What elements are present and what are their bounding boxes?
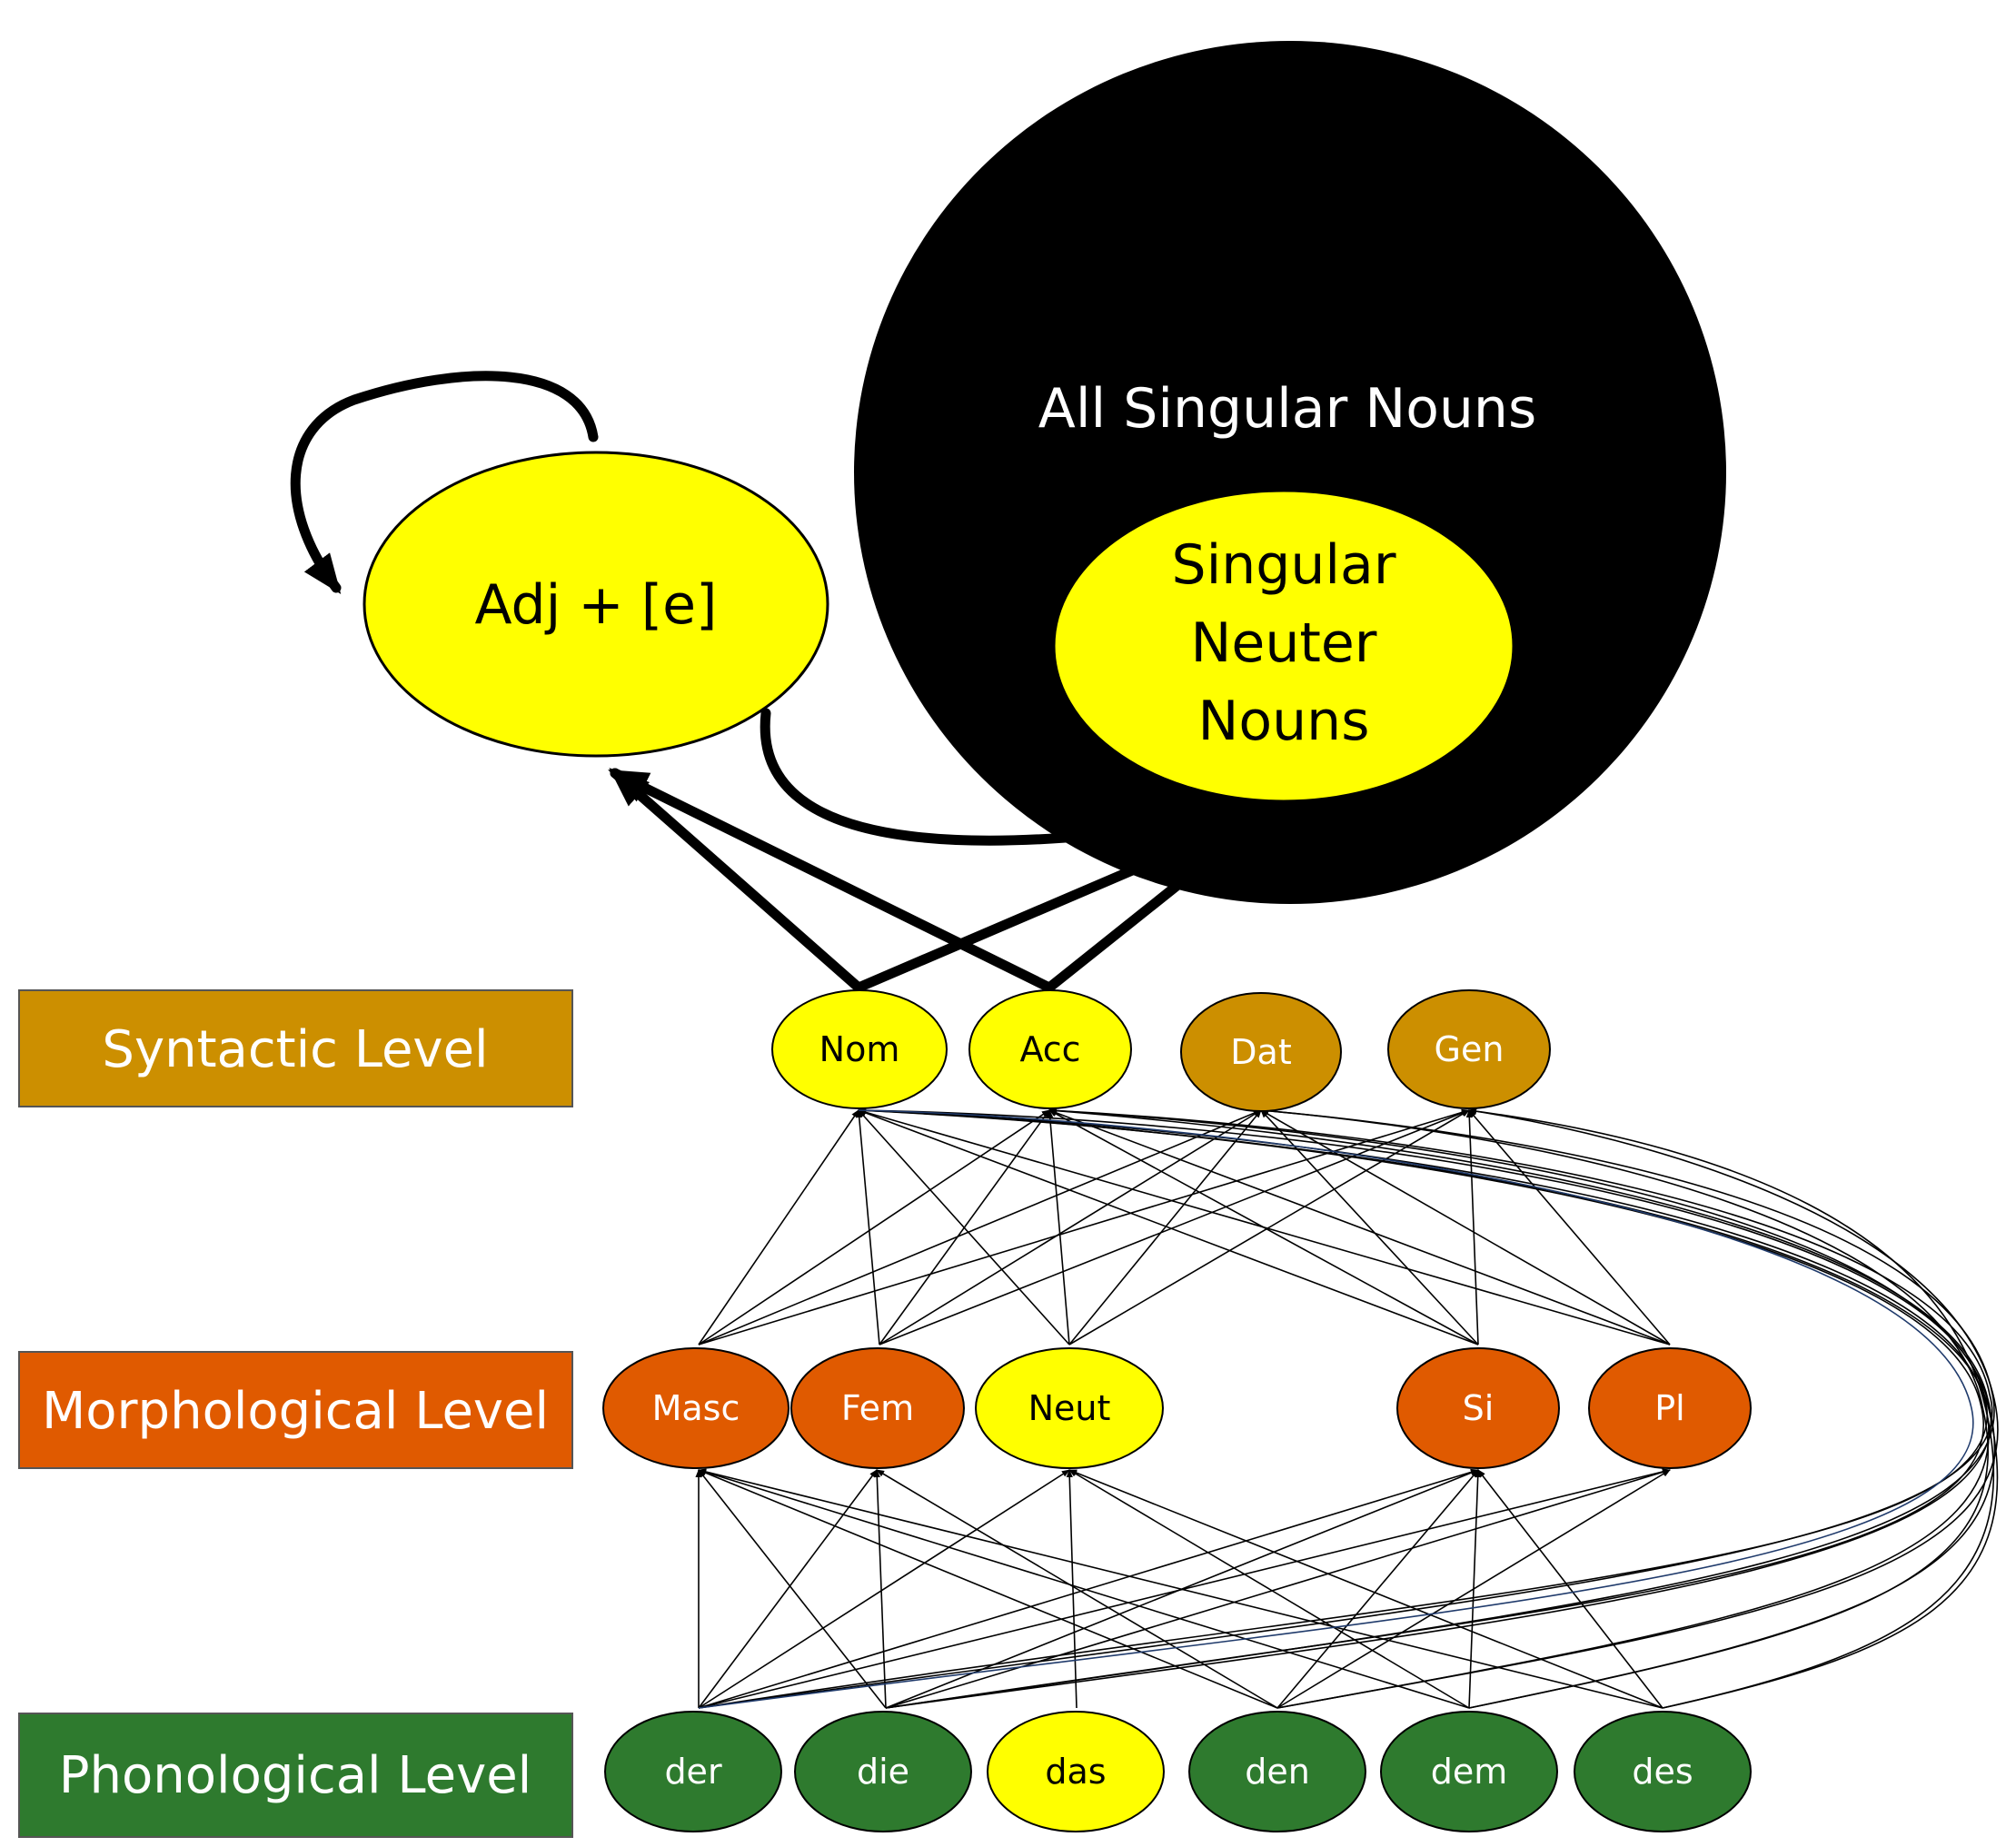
neuter-label-line3: Nouns bbox=[1198, 690, 1370, 753]
phon-morph-edges bbox=[695, 1468, 1671, 1709]
node-den-label: den bbox=[1245, 1752, 1310, 1792]
node-die-label: die bbox=[857, 1752, 909, 1792]
neuter-label-line1: Singular bbox=[1171, 533, 1395, 597]
node-neut-label: Neut bbox=[1028, 1388, 1111, 1428]
node-nom-label: Nom bbox=[819, 1029, 900, 1069]
node-des-label: des bbox=[1632, 1752, 1693, 1792]
singular-neuter-nouns-node: Singular Neuter Nouns bbox=[1052, 489, 1515, 803]
node-die: die bbox=[794, 1711, 972, 1832]
node-dem: dem bbox=[1380, 1711, 1558, 1832]
morphological-level-label: Morphological Level bbox=[42, 1382, 549, 1441]
node-pl: Pl bbox=[1588, 1347, 1752, 1469]
node-fem-label: Fem bbox=[841, 1388, 914, 1428]
syntactic-level-label: Syntactic Level bbox=[102, 1020, 488, 1079]
morph-synt-edges bbox=[698, 1108, 1671, 1346]
syntactic-level-box: Syntactic Level bbox=[18, 989, 573, 1107]
all-singular-nouns-label: All Singular Nouns bbox=[1038, 377, 1536, 441]
morphological-nodes: Masc Fem Neut Si Pl bbox=[602, 1347, 1752, 1469]
node-pl-label: Pl bbox=[1654, 1388, 1684, 1428]
node-si: Si bbox=[1396, 1347, 1560, 1469]
node-den: den bbox=[1188, 1711, 1366, 1832]
node-acc-label: Acc bbox=[1019, 1029, 1080, 1069]
node-der: der bbox=[604, 1711, 782, 1832]
phon-synt-curves bbox=[698, 1107, 1999, 1709]
node-dat-label: Dat bbox=[1230, 1032, 1291, 1072]
node-nom: Nom bbox=[771, 989, 948, 1109]
neuter-label-line2: Neuter bbox=[1191, 611, 1377, 675]
node-acc: Acc bbox=[968, 989, 1132, 1109]
node-masc-label: Masc bbox=[652, 1388, 740, 1428]
node-das-label: das bbox=[1045, 1752, 1106, 1792]
node-gen-label: Gen bbox=[1435, 1029, 1505, 1069]
node-das: das bbox=[987, 1711, 1165, 1832]
phonological-nodes: der die das den dem des bbox=[604, 1711, 1752, 1832]
syntactic-nodes: Nom Acc Dat Gen bbox=[771, 989, 1551, 1112]
phonological-level-label: Phonological Level bbox=[59, 1746, 532, 1805]
node-fem: Fem bbox=[790, 1347, 965, 1469]
node-masc: Masc bbox=[602, 1347, 790, 1469]
node-des: des bbox=[1574, 1711, 1752, 1832]
morphological-level-box: Morphological Level bbox=[18, 1351, 573, 1469]
adj-e-node: Adj + [e] bbox=[362, 451, 829, 758]
node-der-label: der bbox=[664, 1752, 722, 1792]
phonological-level-box: Phonological Level bbox=[18, 1713, 573, 1838]
adj-e-label: Adj + [e] bbox=[475, 573, 718, 637]
node-dat: Dat bbox=[1180, 992, 1342, 1112]
node-dem-label: dem bbox=[1431, 1752, 1508, 1792]
node-gen: Gen bbox=[1387, 989, 1551, 1109]
node-si-label: Si bbox=[1463, 1388, 1495, 1428]
node-neut: Neut bbox=[975, 1347, 1164, 1469]
